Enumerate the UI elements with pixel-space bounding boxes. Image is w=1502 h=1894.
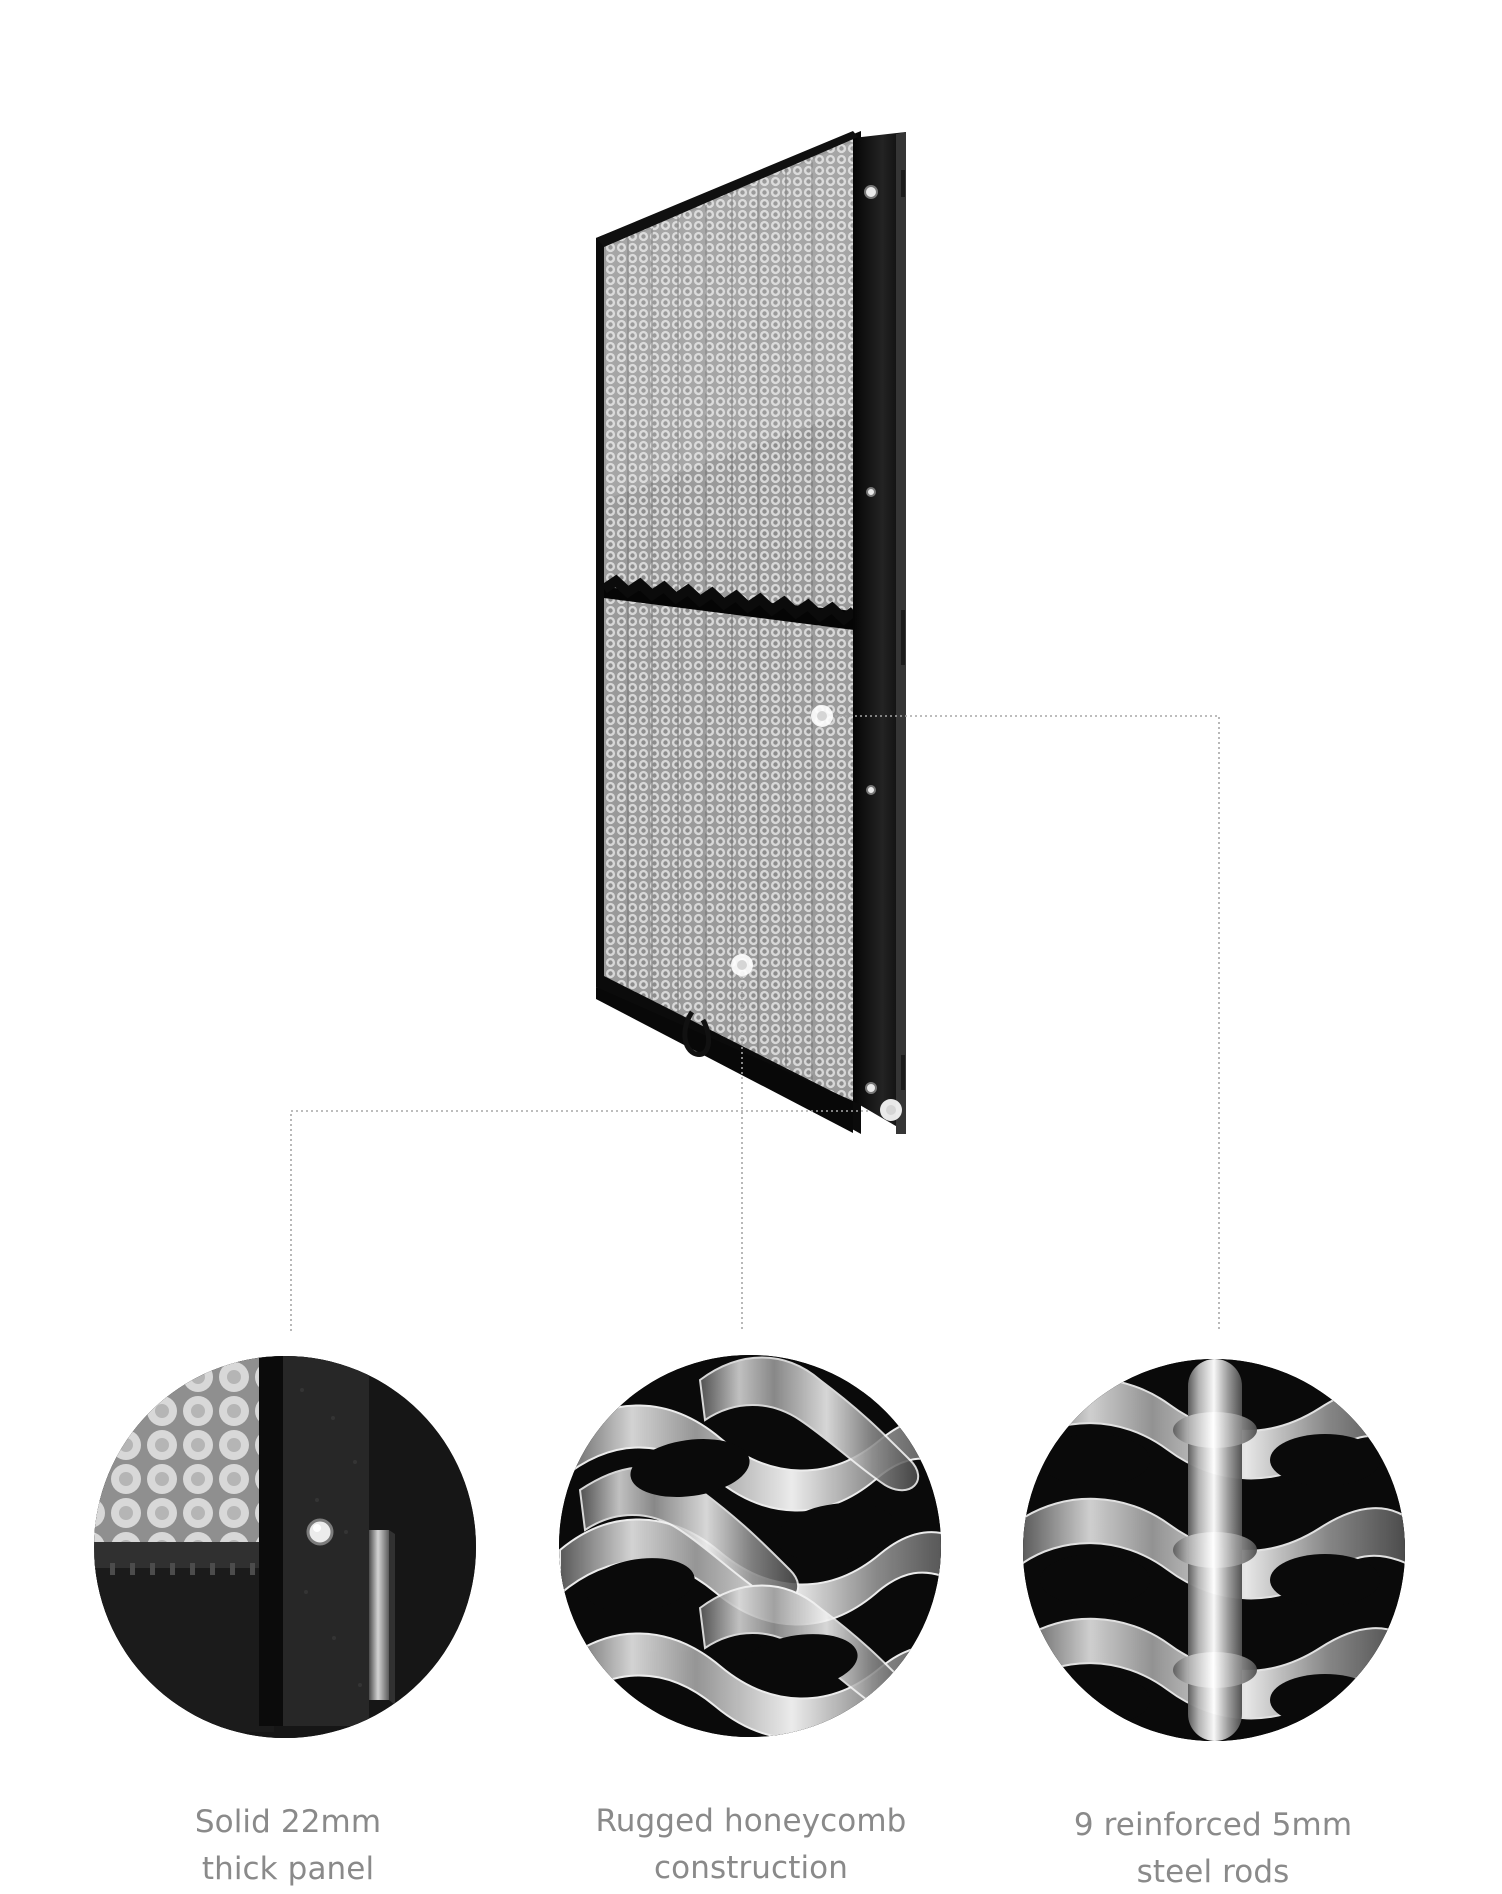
caption-line: 9 reinforced 5mm <box>1073 1807 1353 1843</box>
honeycomb-panel-surface <box>606 141 855 1101</box>
feature-caption-solid-panel: Solid 22mm thick panel <box>78 1799 498 1893</box>
detail-steel-rods <box>1023 1359 1405 1741</box>
feature-caption-steel-rods: 9 reinforced 5mm steel rods <box>1003 1802 1423 1894</box>
detail-solid-panel <box>94 1356 476 1738</box>
main-product-panel <box>596 131 906 1134</box>
caption-line: Rugged honeycomb <box>595 1803 907 1839</box>
feature-leader-lines <box>290 715 1220 1331</box>
caption-line: thick panel <box>201 1851 375 1887</box>
caption-line: Solid 22mm <box>194 1804 382 1840</box>
detail-honeycomb-construction <box>559 1355 941 1737</box>
feature-caption-honeycomb: Rugged honeycomb construction <box>541 1798 961 1892</box>
caption-line: steel rods <box>1136 1854 1290 1890</box>
caption-line: construction <box>654 1850 848 1886</box>
hotspot-markers <box>731 705 902 1121</box>
